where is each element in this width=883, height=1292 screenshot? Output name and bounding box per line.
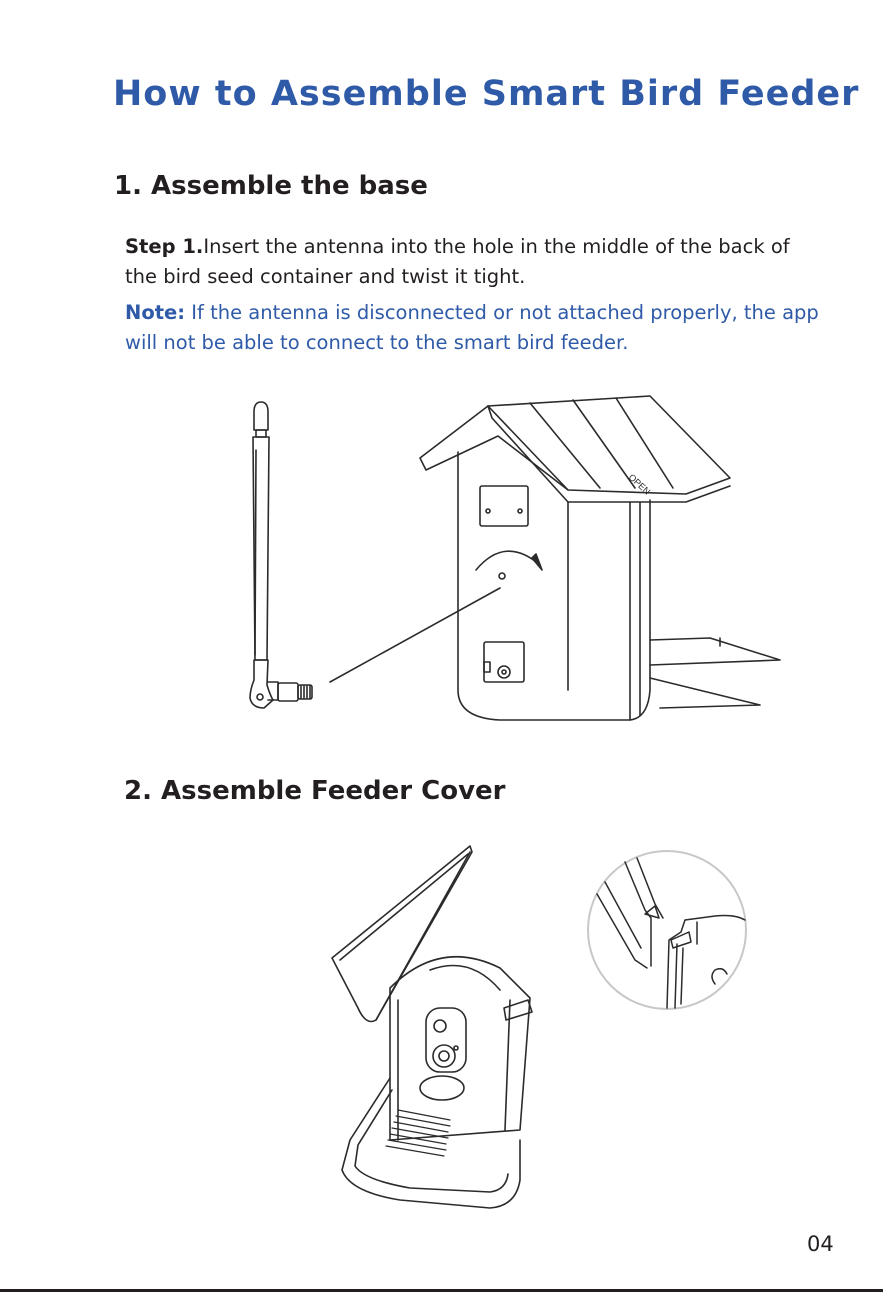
section-heading-assemble-cover: 2. Assemble Feeder Cover bbox=[124, 776, 506, 806]
note-label: Note: bbox=[125, 301, 186, 324]
hinge-detail-inset bbox=[587, 850, 747, 1010]
antenna-installation-illustration: OPEN bbox=[249, 395, 781, 721]
tray-grille bbox=[385, 1109, 451, 1157]
antenna-illustration bbox=[249, 401, 313, 709]
step-1-paragraph: Step 1.Insert the antenna into the hole … bbox=[125, 232, 825, 292]
page-number: 04 bbox=[807, 1232, 834, 1256]
page-title: How to Assemble Smart Bird Feeder bbox=[113, 74, 860, 114]
section-heading-assemble-base: 1. Assemble the base bbox=[114, 171, 428, 201]
step-label: Step 1. bbox=[125, 235, 204, 258]
feeder-cover-open-illustration bbox=[331, 845, 533, 1209]
bird-feeder-back-illustration: OPEN bbox=[419, 395, 781, 721]
step-text: Insert the antenna into the hole in the … bbox=[125, 235, 790, 288]
bottom-border bbox=[0, 1289, 883, 1292]
note-paragraph: Note: If the antenna is disconnected or … bbox=[125, 298, 825, 358]
note-text: If the antenna is disconnected or not at… bbox=[125, 301, 819, 354]
